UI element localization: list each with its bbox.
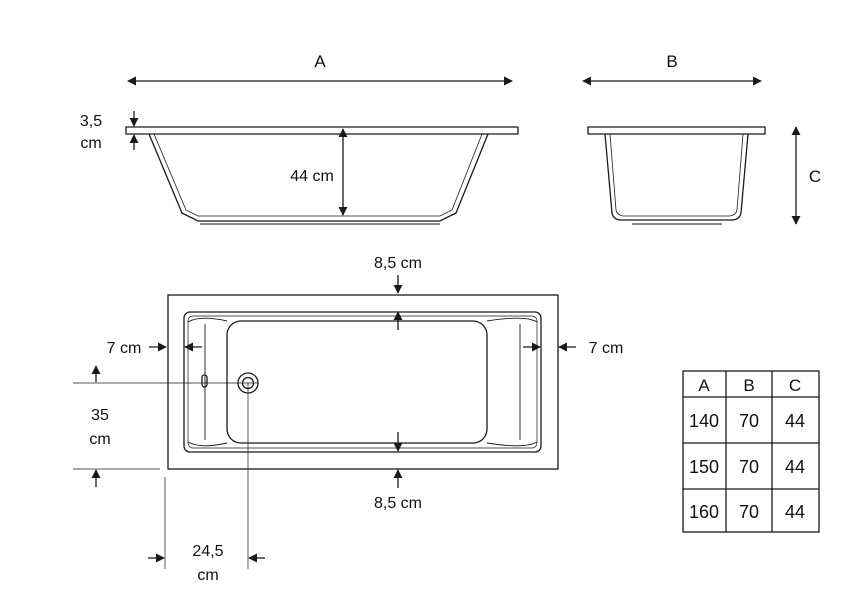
left-backrest: [187, 317, 228, 447]
table-header-a: A: [698, 376, 710, 395]
table-cell: 70: [739, 411, 759, 431]
top-view-outer-rim: [167, 294, 559, 470]
top-view-arrows: [91, 275, 576, 563]
top-margin-label: 8,5 cm: [374, 255, 422, 272]
dimension-b-label: B: [666, 52, 677, 71]
end-view: [582, 76, 801, 225]
drain-side-label-line2: cm: [197, 567, 218, 584]
table-cell: 44: [785, 457, 805, 477]
top-view-tub-inner-outline: [187, 315, 538, 449]
top-view: [167, 294, 559, 470]
right-backrest: [486, 317, 538, 447]
end-view-inner-line: [609, 133, 744, 217]
depth-label: 44 cm: [290, 168, 334, 185]
side-view-inner-line: [153, 133, 483, 217]
table-header-c: C: [789, 376, 801, 395]
left-margin-label: 7 cm: [107, 340, 142, 357]
table-cell: 160: [689, 502, 719, 522]
right-margin-label: 7 cm: [589, 340, 624, 357]
end-view-rim: [587, 126, 766, 135]
side-view-body: [148, 133, 489, 222]
top-view-basin-floor: [226, 320, 488, 444]
drain-offset-label-line2: cm: [89, 431, 110, 448]
end-view-body: [604, 133, 749, 221]
overflow-slot: [201, 374, 208, 388]
table-cell: 140: [689, 411, 719, 431]
drain-offset-label-line1: 35: [91, 407, 109, 424]
top-view-dimensions: [73, 382, 258, 569]
size-table-border: [682, 370, 820, 533]
table-cell: 150: [689, 457, 719, 477]
rim-thickness-label-line1: 3,5: [80, 113, 102, 130]
table-cell: 44: [785, 502, 805, 522]
dimension-a-label: A: [314, 52, 326, 71]
size-table: A B C 140 70 44 150 70 44 160 70 44: [682, 370, 820, 533]
table-cell: 70: [739, 502, 759, 522]
table-header-b: B: [743, 376, 754, 395]
rim-thickness-label-line2: cm: [80, 135, 101, 152]
table-cell: 70: [739, 457, 759, 477]
top-view-tub-outline: [183, 311, 542, 453]
side-view: [125, 76, 519, 225]
drain-side-label-line1: 24,5: [192, 543, 223, 560]
table-cell: 44: [785, 411, 805, 431]
side-view-rim: [125, 126, 519, 135]
dimension-c-label: C: [809, 167, 821, 186]
bottom-margin-label: 8,5 cm: [374, 495, 422, 512]
